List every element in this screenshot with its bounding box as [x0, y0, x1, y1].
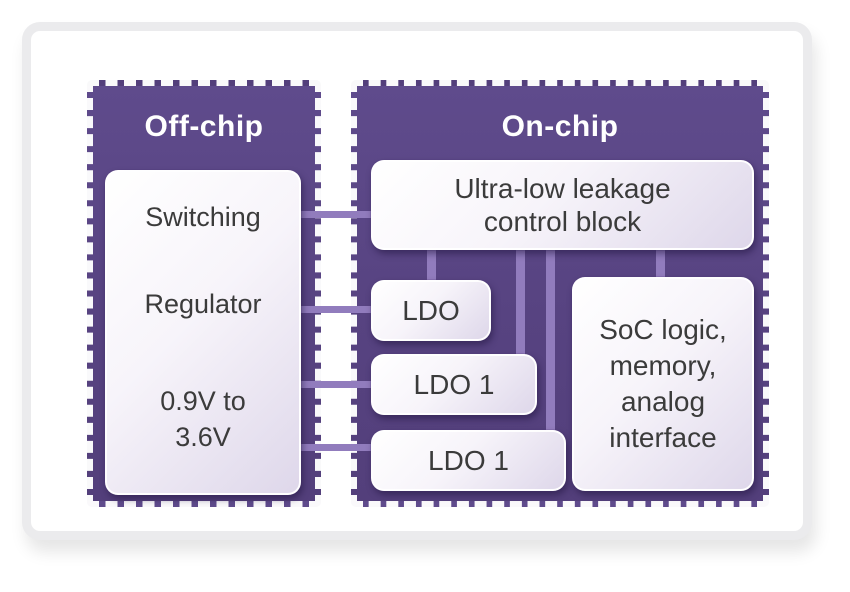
control-block-line1: Ultra-low leakage [454, 173, 671, 204]
soc-line1: SoC logic, [599, 314, 727, 345]
voltage-range-line2: 3.6V [175, 422, 231, 452]
soc-line4: interface [609, 422, 717, 453]
connector-control-to-soc [656, 247, 665, 280]
ldo1-box-lower: LDO 1 [371, 430, 566, 491]
ldo1-upper-label: LDO 1 [413, 368, 495, 400]
on-chip-title: On-chip [501, 110, 619, 143]
regulator-label: Regulator [144, 289, 262, 319]
switching-label: Switching [145, 202, 261, 232]
connector-control-to-ldo1a [516, 247, 525, 357]
soc-logic-box: SoC logic, memory, analog interface [572, 277, 754, 491]
voltage-range-line1: 0.9V to [160, 386, 246, 416]
connector-control-to-ldo1b [546, 247, 555, 433]
voltage-range-label: 0.9V to 3.6V [107, 383, 299, 455]
soc-line3: analog [620, 386, 706, 417]
connector-regulator-to-ldo1b [297, 444, 375, 451]
ldo1-box-upper: LDO 1 [371, 354, 537, 415]
ldo-label: LDO [402, 294, 460, 326]
ultra-low-leakage-control-block-box: Ultra-low leakage control block [371, 160, 754, 250]
connector-regulator-to-ldo1a [297, 381, 375, 388]
off-chip-title: Off-chip [144, 110, 264, 143]
connector-regulator-to-control-block [297, 211, 375, 218]
control-block-line2: control block [483, 206, 642, 237]
diagram-card: Off-chip On-chip Switching Regulator 0.9… [22, 22, 812, 540]
connector-control-to-ldo [427, 247, 436, 283]
soc-line2: memory, [609, 350, 717, 381]
connector-regulator-to-ldo [297, 306, 375, 313]
ldo1-lower-label: LDO 1 [428, 444, 509, 476]
switching-regulator-box: Switching Regulator 0.9V to 3.6V [105, 170, 301, 495]
ldo-box: LDO [371, 280, 491, 341]
